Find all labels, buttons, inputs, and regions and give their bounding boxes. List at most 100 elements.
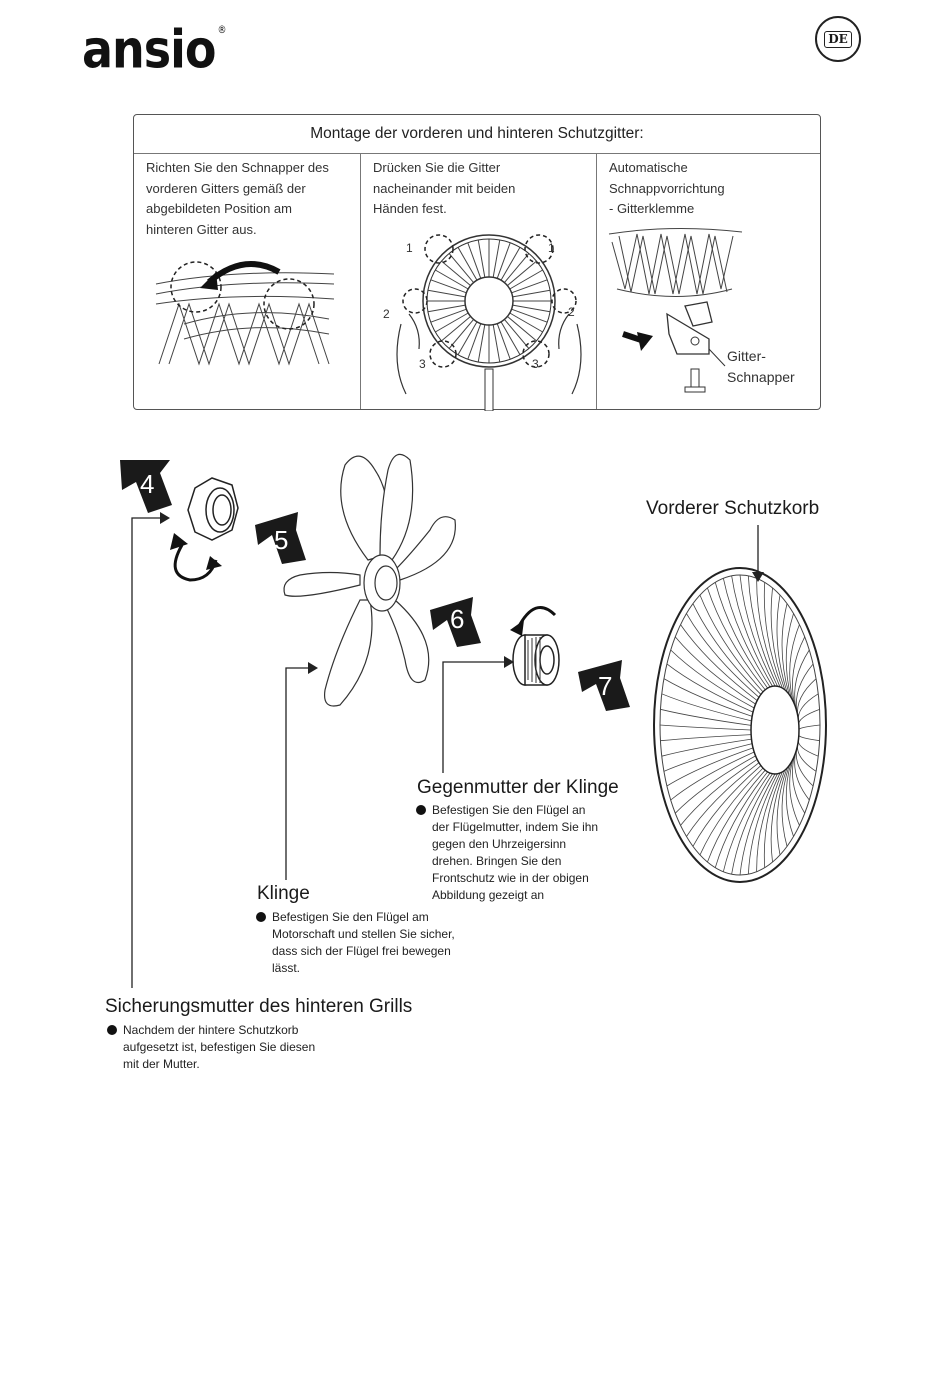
guard-spoke: [794, 649, 810, 709]
guard-spoke: [686, 613, 760, 698]
step-number: 4: [140, 469, 154, 499]
guard-spoke: [674, 636, 756, 705]
grille-spoke: [511, 308, 548, 323]
grille-spoke: [477, 324, 486, 363]
grille-spoke: [496, 242, 511, 279]
step-arrow-7: 7: [578, 660, 630, 711]
grille-spoke: [509, 312, 543, 333]
grille-spoke: [441, 316, 471, 342]
language-badge: DE: [815, 16, 861, 62]
guard-spoke: [789, 624, 800, 701]
guard-spoke: [756, 578, 781, 688]
press-marker: 3: [532, 357, 539, 371]
grille-spoke: [512, 304, 551, 313]
blade-note: Befestigen Sie den Flügel am Motorschaft…: [256, 909, 502, 977]
guard-spoke: [674, 755, 756, 814]
guard-spoke: [663, 678, 753, 717]
guard-spoke: [660, 708, 752, 726]
guard-spoke: [714, 582, 768, 689]
front-guard-label: Vorderer Schutzkorb: [646, 498, 820, 519]
guard-spoke: [661, 738, 752, 757]
guard-spoke: [692, 765, 762, 847]
guard-spoke: [692, 603, 762, 695]
guard-spoke: [763, 582, 783, 689]
guard-spoke: [798, 724, 821, 731]
guard-spoke: [739, 773, 776, 876]
guard-spoke: [747, 575, 778, 687]
front-guard: [653, 567, 827, 883]
step-number: 7: [598, 671, 612, 701]
rear-nut-note-text: Nachdem der hintere Schutzkorb aufgesetz…: [123, 1023, 316, 1071]
fan-blade: [283, 453, 456, 707]
grille-spoke: [504, 319, 530, 349]
grille-spoke: [457, 321, 478, 355]
bullet-icon: [107, 1025, 117, 1035]
guard-spoke: [797, 739, 819, 757]
grille-spoke: [430, 308, 467, 323]
panel-column-text: Richten Sie den Schnapper des vorderen G…: [146, 160, 329, 237]
grille-align-illustration: [155, 261, 335, 366]
guard-spoke: [714, 771, 768, 868]
guard-spoke: [666, 663, 754, 713]
grille-spoke: [477, 239, 486, 278]
guard-spoke: [666, 747, 754, 787]
grille-spoke: [441, 260, 471, 286]
step-arrow-6: 6: [430, 597, 481, 647]
guard-spoke: [731, 575, 773, 687]
grille-spoke: [435, 312, 469, 333]
panel-column-press: Drücken Sie die Gitter nacheinander mit …: [361, 154, 597, 411]
step-arrow-5: 5: [255, 512, 306, 564]
grille-spoke: [467, 323, 482, 360]
grille-assembly-panel: Montage der vorderen und hinteren Schutz…: [133, 114, 821, 411]
grille-spoke: [427, 304, 466, 313]
grille-spoke: [457, 247, 478, 281]
grille-spoke: [507, 260, 537, 286]
rotate-arrow-icon: [516, 605, 557, 629]
grille-spoke: [504, 253, 530, 283]
guard-spoke: [776, 767, 788, 855]
guard-spoke: [792, 755, 806, 814]
bullet-icon: [256, 912, 266, 922]
guard-spoke: [661, 693, 752, 722]
guard-spoke: [797, 743, 817, 772]
grille-clip-label: Gitter- Schnapper: [727, 348, 795, 385]
guard-spoke: [798, 734, 820, 742]
press-marker: 2: [383, 307, 390, 321]
grille-spoke: [500, 321, 521, 355]
panel-column-text: Automatische Schnappvorrichtung - Gitter…: [609, 160, 725, 216]
guard-spoke: [739, 574, 776, 687]
guard-spoke: [699, 594, 764, 693]
guard-spoke: [663, 743, 753, 772]
guard-spoke: [747, 773, 778, 875]
guard-spoke: [781, 765, 790, 847]
guard-spoke: [763, 771, 783, 868]
grille-spoke: [500, 247, 521, 281]
panel-title: Montage der vorderen und hinteren Schutz…: [134, 115, 820, 154]
press-marker: 1: [406, 241, 413, 255]
grille-spoke: [448, 253, 474, 283]
step-number: 5: [274, 525, 288, 555]
blade-nut-grip: [527, 637, 541, 683]
grille-spoke: [427, 289, 466, 298]
guard-spoke: [707, 769, 766, 863]
panel-column-align: Richten Sie den Schnapper des vorderen G…: [134, 154, 361, 409]
guard-spoke: [789, 759, 800, 826]
grille-spoke: [448, 319, 474, 349]
grille-spoke: [512, 289, 551, 298]
grille-spoke: [511, 279, 548, 294]
grille-spoke: [509, 269, 543, 290]
grille-spoke: [430, 279, 467, 294]
grille-spoke: [467, 242, 482, 279]
rear-nut-label: Sicherungsmutter des hinteren Grills: [105, 996, 413, 1017]
guard-spoke: [722, 578, 771, 688]
grille-clip-illustration: [608, 227, 743, 393]
guard-spoke: [680, 624, 758, 701]
blade-note-text: Befestigen Sie den Flügel am Motorschaft…: [272, 910, 455, 975]
blade-label: Klinge: [257, 883, 310, 904]
brand-logo-text: ansio: [82, 18, 217, 81]
blade-nut-note-text: Befestigen Sie den Flügel an der Flügelm…: [432, 803, 599, 902]
guard-spoke: [798, 708, 820, 726]
guard-spoke: [686, 762, 760, 837]
guard-spoke: [660, 734, 752, 742]
